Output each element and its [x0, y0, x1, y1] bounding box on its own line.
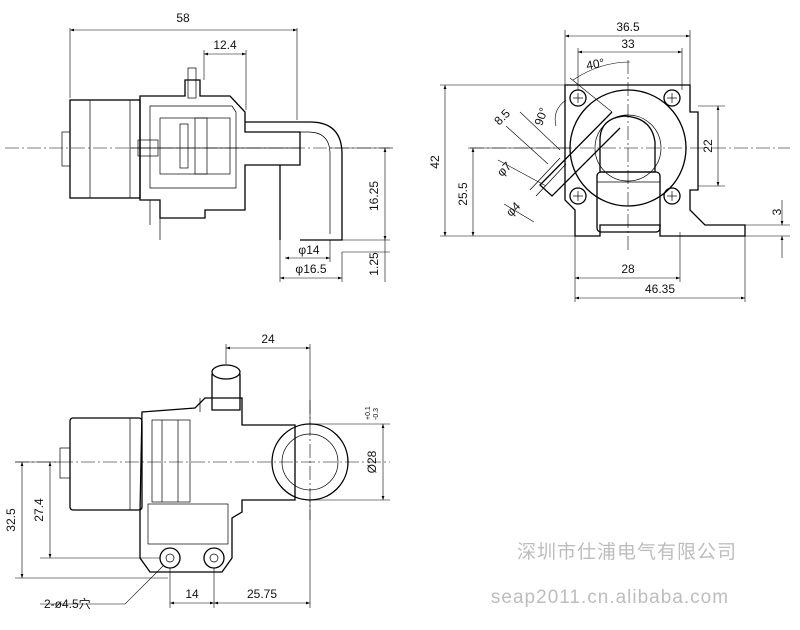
inlet-spigot-end [211, 364, 241, 380]
dim-22-label: 22 [701, 139, 715, 153]
dim-dia-4-label: φ4 [503, 199, 523, 219]
dim-58-label: 58 [176, 11, 190, 25]
dim-42-label: 42 [428, 155, 442, 169]
screw-icon [569, 187, 587, 205]
front-view: 36.5 33 40° 90° 8.5 φ7 φ4 42 25.5 [428, 20, 790, 302]
motor-body [69, 99, 141, 199]
holes-callout-label: 2-ø4.5穴 [44, 596, 91, 611]
dim-27-4-label: 27.4 [32, 498, 46, 522]
watermark-company: 深圳市仕浦电气有限公司 [517, 541, 737, 563]
dim-12-4-label: 12.4 [213, 38, 237, 52]
dim-46-35-label: 46.35 [645, 282, 675, 296]
dim-25-75-label: 25.75 [247, 587, 277, 601]
dim-dia-28-label: Ø28 [365, 450, 379, 473]
pump-housing [139, 397, 296, 573]
screw-icon [663, 89, 681, 107]
dim-angle-40-label: 40° [585, 56, 606, 73]
dim-dia-14-label: φ14 [298, 243, 319, 257]
dim-1-25-label: 1.25 [367, 252, 381, 276]
motor-shaft-cap [61, 131, 71, 167]
screw-icon [663, 187, 681, 205]
dim-16-25-label: 16.25 [367, 181, 381, 211]
mounting-hole [159, 547, 181, 569]
dim-28-label: 28 [621, 262, 635, 276]
dim-dia-28-tol-lower: -0.3 [373, 408, 380, 420]
dim-angle-90-label: 90° [532, 106, 551, 128]
outlet-elbow [599, 115, 656, 173]
screw-icon [569, 89, 587, 107]
motor-body [69, 417, 143, 511]
dim-dia-7-label: φ7 [494, 159, 514, 179]
inlet-stub [187, 67, 197, 99]
dim-33-label: 33 [621, 37, 635, 51]
plan-view: 24 Ø28 +0.1 -0.3 32.5 27.4 14 25.75 2-ø4… [4, 332, 390, 611]
mounting-flange [564, 84, 746, 237]
pump-housing [139, 79, 301, 219]
motor-end-cap [59, 447, 71, 479]
outlet-elbow-outer [245, 121, 343, 241]
dim-dia-28-tol-upper: +0.1 [365, 406, 372, 420]
dim-25-5-label: 25.5 [456, 182, 470, 206]
outlet-nozzle [596, 171, 661, 233]
dim-8-5-label: 8.5 [491, 106, 513, 128]
inlet-spigot [211, 374, 241, 411]
dim-3-label: 3 [770, 208, 784, 215]
dim-14-label: 14 [185, 587, 199, 601]
angled-inlet [539, 111, 621, 197]
side-section-view: 58 12.4 16.25 1.25 φ14 φ16.5 [5, 11, 395, 282]
dim-36-5-label: 36.5 [616, 20, 640, 34]
watermark-site: seap2011.cn.alibaba.com [491, 587, 729, 608]
dim-dia-16-5-label: φ16.5 [295, 262, 326, 276]
mounting-hole [203, 547, 225, 569]
dim-32-5-label: 32.5 [4, 508, 18, 532]
dim-24-label: 24 [261, 332, 275, 346]
